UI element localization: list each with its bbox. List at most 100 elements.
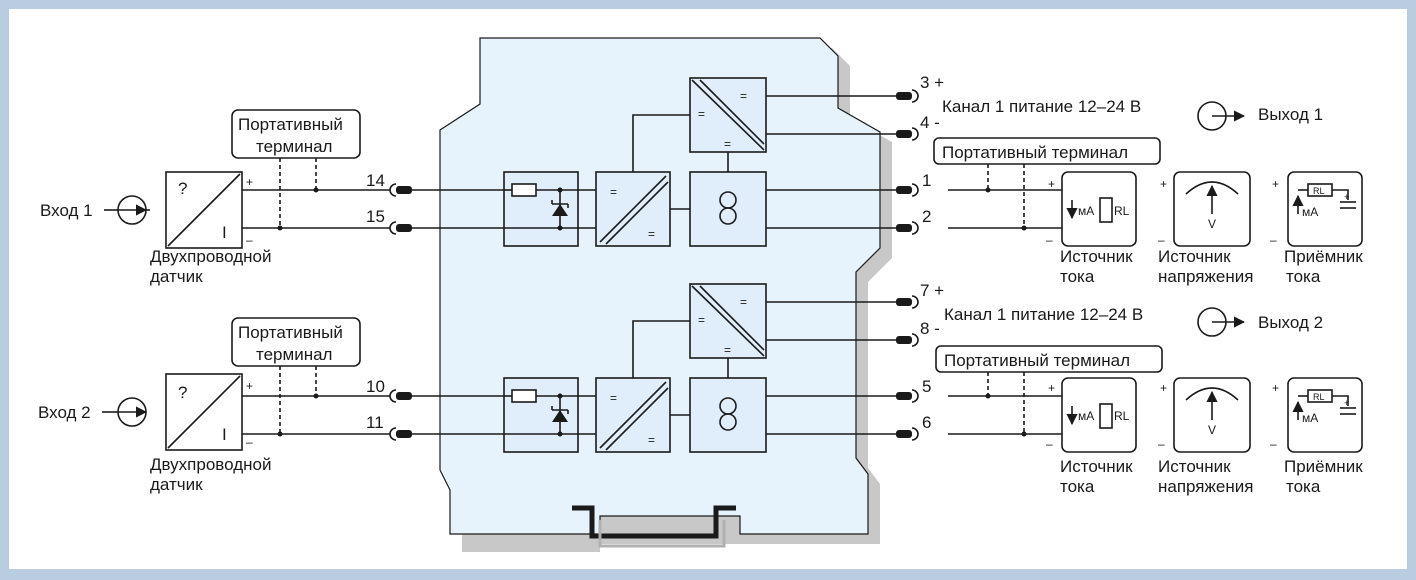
load-sink-2-ma: мА bbox=[1302, 411, 1318, 425]
sensor-2-plus: + bbox=[246, 379, 253, 393]
sensor-1-plus: + bbox=[246, 175, 253, 189]
load-vs-1-plus: + bbox=[1160, 177, 1167, 191]
handheld-out-1-label: Портативный терминал bbox=[942, 143, 1128, 162]
load-vs-1-minus: – bbox=[1158, 233, 1165, 247]
sensor-1-caption-1: Двухпроводной bbox=[150, 247, 271, 266]
converter-2-eq-out: = bbox=[648, 433, 655, 447]
converter-1-eq-out: = bbox=[648, 227, 655, 241]
load-sink-1-cap-plus: + bbox=[1344, 192, 1349, 202]
supply-2-eq-a: = bbox=[740, 295, 747, 309]
load-sink-1-caption-1: Приёмник bbox=[1284, 247, 1363, 266]
load-vs-1-caption-1: Источник bbox=[1158, 247, 1231, 266]
terminal-14 bbox=[396, 186, 412, 194]
load-cs-2-minus: – bbox=[1046, 437, 1053, 451]
terminal-14-label: 14 bbox=[366, 171, 385, 190]
terminal-2 bbox=[896, 224, 912, 232]
handheld-in-1-line1: Портативный bbox=[238, 115, 343, 134]
terminal-8 bbox=[896, 336, 912, 344]
supply-2-eq-b: = bbox=[698, 313, 705, 327]
load-vs-2-caption-1: Источник bbox=[1158, 457, 1231, 476]
terminal-4 bbox=[896, 130, 912, 138]
load-sink-2-caption-1: Приёмник bbox=[1284, 457, 1363, 476]
terminal-5 bbox=[896, 392, 912, 400]
handheld-terminal-in-1 bbox=[231, 109, 361, 159]
din-rail bbox=[572, 505, 736, 539]
current-output-block-2 bbox=[689, 377, 767, 453]
sensor-2-current: I bbox=[222, 425, 227, 444]
module-housing bbox=[439, 37, 881, 535]
terminal-7-label: 7 + bbox=[920, 281, 944, 300]
load-cs-1-ma: мА bbox=[1078, 204, 1094, 218]
load-current-sink-1 bbox=[1287, 171, 1363, 247]
terminal-15-label: 15 bbox=[366, 207, 385, 226]
load-cs-1-minus: – bbox=[1046, 233, 1053, 247]
terminal-10-label: 10 bbox=[366, 377, 385, 396]
supply-1-eq-c: = bbox=[724, 137, 731, 151]
terminal-8-label: 8 - bbox=[920, 319, 940, 338]
input-1-label: Вход 1 bbox=[40, 201, 93, 220]
load-sink-1-minus: – bbox=[1270, 233, 1277, 247]
load-sink-1-rl: RL bbox=[1313, 186, 1325, 196]
load-sink-2-plus: + bbox=[1272, 381, 1279, 395]
sensor-2-question: ? bbox=[178, 383, 187, 402]
terminal-11-label: 11 bbox=[366, 413, 384, 432]
load-cs-2-ma: мА bbox=[1078, 409, 1094, 423]
load-vs-1-v: V bbox=[1208, 217, 1216, 231]
load-current-source-1 bbox=[1061, 171, 1137, 247]
handheld-terminal-in-2 bbox=[231, 317, 361, 367]
protection-block-2 bbox=[503, 377, 579, 453]
terminal-6-label: 6 bbox=[922, 413, 931, 432]
handheld-out-2-label: Портативный терминал bbox=[944, 351, 1130, 370]
sensor-1-caption-2: датчик bbox=[150, 267, 203, 286]
sensor-1-minus: – bbox=[246, 233, 253, 247]
terminal-5-label: 5 bbox=[922, 377, 931, 396]
load-cs-2-plus: + bbox=[1048, 381, 1055, 395]
sensor-1-question: ? bbox=[178, 179, 187, 198]
output-2-label: Выход 2 bbox=[1258, 313, 1323, 332]
load-vs-2-plus: + bbox=[1160, 381, 1167, 395]
current-output-block-1 bbox=[689, 171, 767, 247]
converter-1-eq-in: = bbox=[610, 185, 617, 199]
protection-block-1 bbox=[503, 171, 579, 247]
terminal-3-label: 3 + bbox=[920, 73, 944, 92]
terminal-7 bbox=[896, 298, 912, 306]
terminal-3 bbox=[896, 92, 912, 100]
supply-2-eq-c: = bbox=[724, 343, 731, 357]
terminal-4-label: 4 - bbox=[920, 113, 940, 132]
load-sink-1-plus: + bbox=[1272, 177, 1279, 191]
load-sink-2-rl: RL bbox=[1313, 392, 1325, 402]
supply-1-eq-a: = bbox=[740, 89, 747, 103]
load-cs-1-caption-1: Источник bbox=[1060, 247, 1133, 266]
load-cs-1-caption-2: тока bbox=[1060, 267, 1095, 286]
load-current-sink-2 bbox=[1287, 377, 1363, 453]
load-sink-1-caption-2: тока bbox=[1286, 267, 1321, 286]
terminal-1-label: 1 bbox=[922, 171, 931, 190]
sensor-2-minus: – bbox=[246, 435, 253, 449]
handheld-in-2-line1: Портативный bbox=[238, 323, 343, 342]
sensor-2-caption-1: Двухпроводной bbox=[150, 455, 271, 474]
supply-1-eq-b: = bbox=[698, 107, 705, 121]
terminal-1 bbox=[896, 186, 912, 194]
load-sink-2-cap-plus: + bbox=[1344, 398, 1349, 408]
sensor-2-caption-2: датчик bbox=[150, 475, 203, 494]
load-cs-1-plus: + bbox=[1048, 177, 1055, 191]
handheld-terminal-out-1 bbox=[933, 137, 1161, 165]
input-2-label: Вход 2 bbox=[38, 403, 91, 422]
converter-2-eq-in: = bbox=[610, 391, 617, 405]
handheld-in-1-line2: терминал bbox=[256, 137, 332, 156]
terminal-10 bbox=[396, 392, 412, 400]
load-vs-1-caption-2: напряжения bbox=[1158, 267, 1253, 286]
load-current-source-2 bbox=[1061, 377, 1137, 453]
load-vs-2-v: V bbox=[1208, 423, 1216, 437]
terminal-15 bbox=[396, 224, 412, 232]
supply-2-label: Канал 1 питание 12–24 В bbox=[944, 305, 1143, 324]
output-1-label: Выход 1 bbox=[1258, 105, 1323, 124]
load-sink-1-ma: мА bbox=[1302, 205, 1318, 219]
load-vs-2-minus: – bbox=[1158, 437, 1165, 451]
load-cs-2-rl: RL bbox=[1114, 409, 1130, 423]
din-rail-shadow bbox=[598, 520, 726, 548]
sensor-1-current: I bbox=[222, 223, 227, 242]
load-vs-2-caption-2: напряжения bbox=[1158, 477, 1253, 496]
supply-1-label: Канал 1 питание 12–24 В bbox=[942, 97, 1141, 116]
load-cs-2-caption-1: Источник bbox=[1060, 457, 1133, 476]
